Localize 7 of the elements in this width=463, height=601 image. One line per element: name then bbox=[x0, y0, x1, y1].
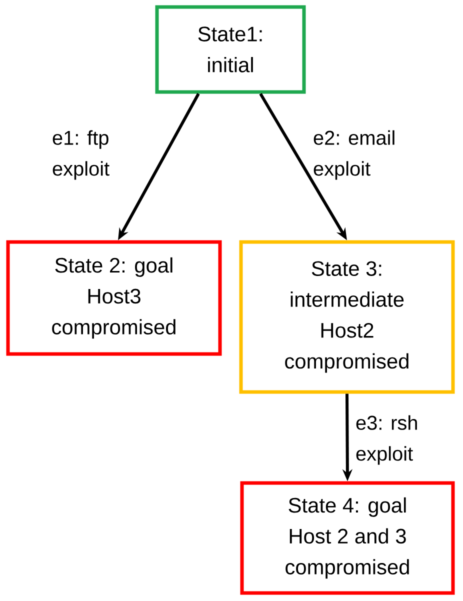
state-box: State 2: goal Host3 compromised bbox=[6, 240, 222, 356]
state-box: State 3: intermediate Host2 compromised bbox=[239, 240, 455, 394]
edge-label: e3: rsh exploit bbox=[356, 415, 417, 465]
edge-label: e1: ftp exploit bbox=[52, 130, 110, 180]
state-box: State 4: goal Host 2 and 3 compromised bbox=[240, 481, 455, 595]
edge-label: e2: email exploit bbox=[314, 130, 394, 180]
state-box: State1: initial bbox=[155, 5, 306, 94]
